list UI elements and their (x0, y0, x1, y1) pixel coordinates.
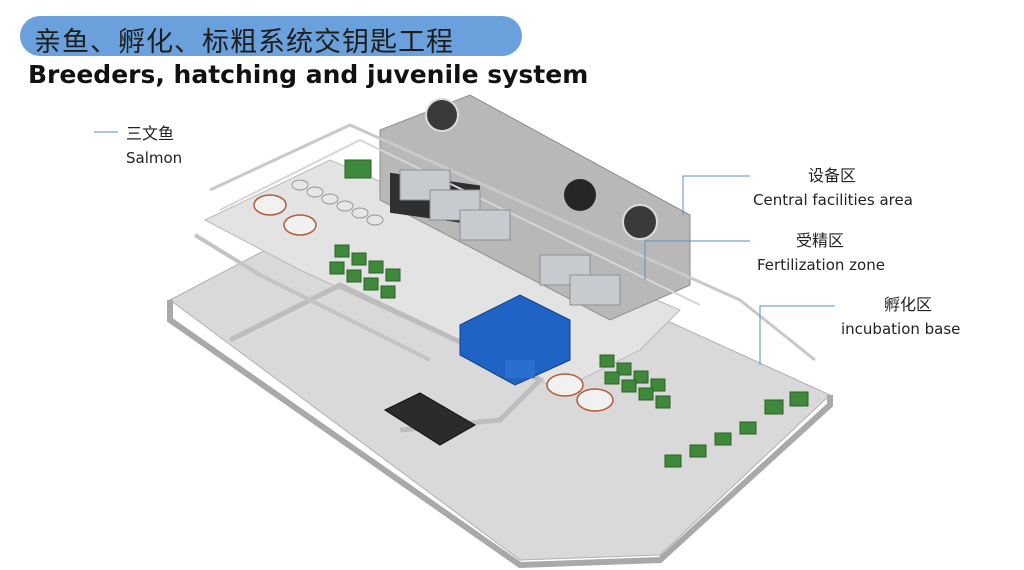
blue-unit-base (505, 360, 535, 378)
black-container (383, 392, 477, 446)
label-central-en: Central facilities area (753, 191, 913, 209)
rack-group (399, 169, 621, 306)
label-salmon-en: Salmon (126, 149, 183, 167)
green-tanks (329, 159, 809, 468)
pipe-run-2 (219, 138, 701, 306)
fan-unit (425, 98, 459, 132)
label-fertilization-en: Fertilization zone (757, 256, 885, 274)
label-incubation-cn: 孵化区 (884, 295, 933, 314)
title-banner (20, 16, 522, 56)
round-tanks (253, 194, 614, 412)
small-tanks (291, 179, 384, 226)
outer-wall (167, 300, 833, 569)
fan-unit-2 (622, 204, 658, 240)
pipe-run (209, 123, 816, 362)
label-salmon-cn: 三文鱼 (126, 124, 175, 143)
label-fertilization-cn: 受精区 (796, 231, 845, 250)
callout-lines (94, 131, 835, 365)
blue-unit (459, 294, 571, 386)
page-title-english: Breeders, hatching and juvenile system (28, 60, 589, 89)
label-incubation-en: incubation base (841, 320, 961, 338)
black-tank (564, 179, 596, 211)
label-central-cn: 设备区 (808, 166, 857, 185)
inner-wall-2 (193, 233, 431, 362)
page-title-chinese: 亲鱼、孵化、标粗系统交钥匙工程 (34, 27, 454, 58)
